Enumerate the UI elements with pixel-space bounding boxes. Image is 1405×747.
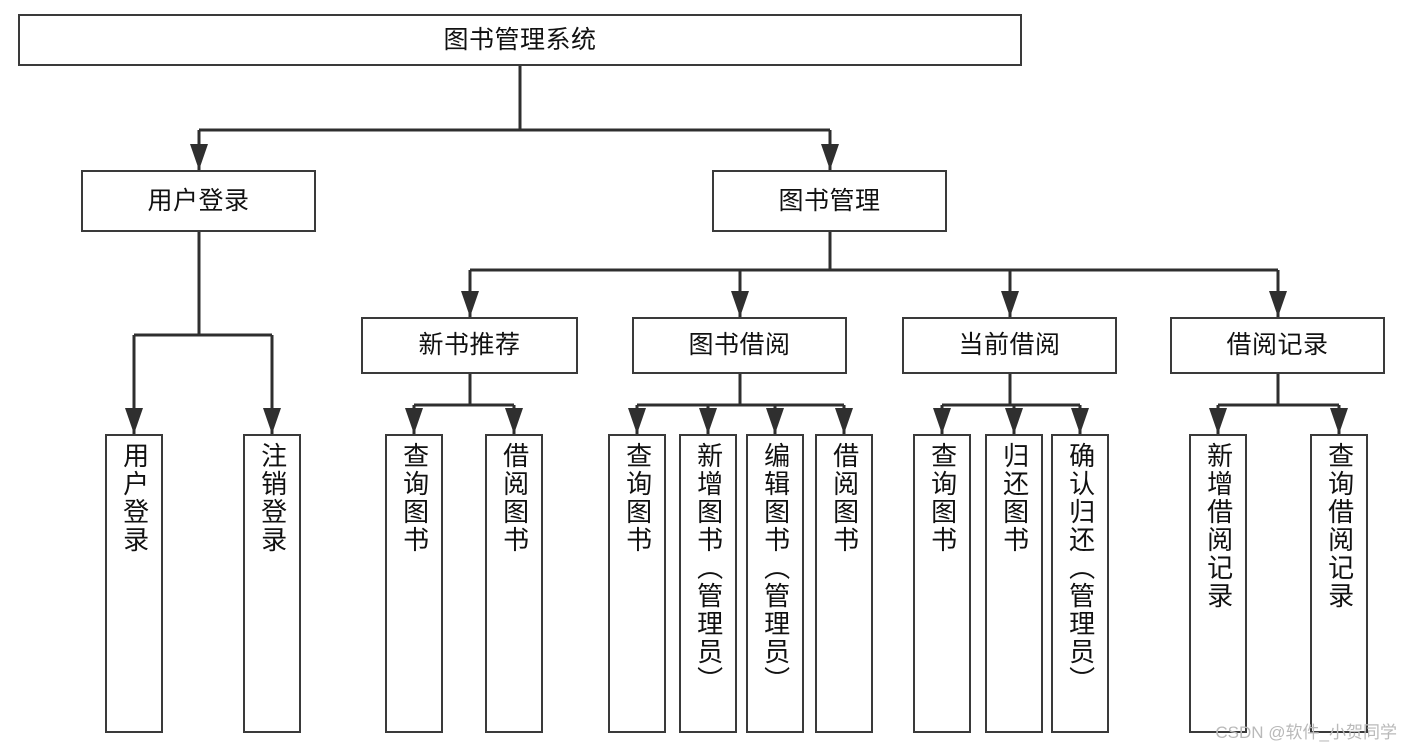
node-label: 图书借阅 [688, 331, 791, 360]
arrowhead-icon [1005, 408, 1023, 434]
arrowhead-icon [628, 408, 646, 434]
arrowhead-icon [1001, 291, 1019, 317]
arrowhead-icon [1330, 408, 1348, 434]
node-label: 借阅图书 [829, 442, 860, 554]
node-l-addrec: 新增借阅记录 [1189, 434, 1247, 733]
node-l-return: 归还图书 [985, 434, 1043, 733]
node-root: 图书管理系统 [18, 14, 1022, 66]
node-records: 借阅记录 [1170, 317, 1385, 374]
node-l-borrow2: 借阅图书 [815, 434, 873, 733]
arrowhead-icon [263, 408, 281, 434]
node-label: 归还图书 [999, 442, 1030, 554]
node-label: 借阅记录 [1226, 331, 1329, 360]
node-login: 用户登录 [81, 170, 316, 232]
node-label: 当前借阅 [958, 331, 1061, 360]
node-label: 确认归还（管理员） [1065, 442, 1096, 694]
node-l-add: 新增图书（管理员） [679, 434, 737, 733]
node-label: 查询图书 [927, 442, 958, 554]
node-current: 当前借阅 [902, 317, 1117, 374]
node-label: 注销登录 [257, 442, 288, 554]
node-l-edit: 编辑图书（管理员） [746, 434, 804, 733]
arrowhead-icon [461, 291, 479, 317]
node-label: 查询借阅记录 [1324, 442, 1355, 610]
node-l-logout: 注销登录 [243, 434, 301, 733]
arrowhead-icon [699, 408, 717, 434]
arrowhead-icon [125, 408, 143, 434]
node-label: 用户登录 [119, 442, 150, 554]
arrowhead-icon [766, 408, 784, 434]
node-l-queryrec: 查询借阅记录 [1310, 434, 1368, 733]
arrowhead-icon [1209, 408, 1227, 434]
node-l-login: 用户登录 [105, 434, 163, 733]
node-label: 新增借阅记录 [1203, 442, 1234, 610]
arrowhead-icon [405, 408, 423, 434]
arrowhead-icon [731, 291, 749, 317]
node-label: 新增图书（管理员） [693, 442, 724, 694]
arrowhead-icon [1269, 291, 1287, 317]
node-l-query3: 查询图书 [913, 434, 971, 733]
node-label: 查询图书 [622, 442, 653, 554]
arrowhead-icon [1071, 408, 1089, 434]
node-newbook: 新书推荐 [361, 317, 578, 374]
node-label: 新书推荐 [418, 331, 521, 360]
node-bookmgmt: 图书管理 [712, 170, 947, 232]
node-label: 图书管理系统 [443, 25, 597, 54]
arrowhead-icon [190, 144, 208, 170]
node-l-query1: 查询图书 [385, 434, 443, 733]
node-label: 借阅图书 [499, 442, 530, 554]
node-l-borrow1: 借阅图书 [485, 434, 543, 733]
arrowhead-icon [821, 144, 839, 170]
node-label: 图书管理 [778, 186, 881, 215]
node-borrow: 图书借阅 [632, 317, 847, 374]
watermark: CSDN @软件_小贺同学 [1215, 723, 1397, 742]
arrowhead-icon [505, 408, 523, 434]
node-label: 查询图书 [399, 442, 430, 554]
node-label: 编辑图书（管理员） [760, 442, 791, 694]
arrowhead-icon [835, 408, 853, 434]
arrowhead-icon [933, 408, 951, 434]
node-label: 用户登录 [147, 186, 250, 215]
node-l-query2: 查询图书 [608, 434, 666, 733]
node-l-confirm: 确认归还（管理员） [1051, 434, 1109, 733]
